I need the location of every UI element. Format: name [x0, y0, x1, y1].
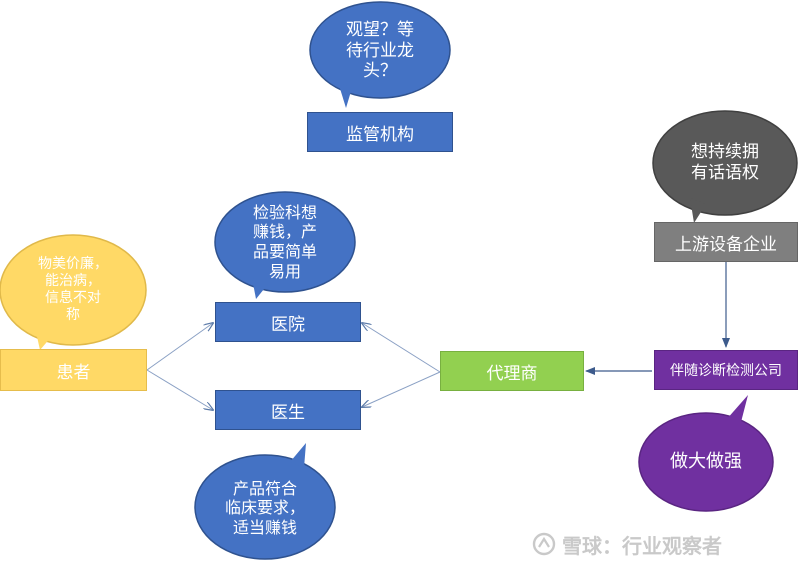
arrow-patient-hospital [146, 323, 213, 371]
arrow-agent-hospital [362, 323, 441, 373]
watermark: 雪球：行业观察者 [532, 528, 794, 560]
bubble-companion-text: 做大做强 [670, 451, 742, 473]
arrow-agent-doctor [362, 371, 441, 407]
arrow-patient-doctor [146, 369, 213, 410]
watermark-text: 雪球：行业观察者 [562, 533, 722, 558]
bubble-patient-text: 物美价廉， 能治病， 信息不对 称 [38, 255, 108, 324]
bubble-patient [0, 234, 147, 350]
bubble-upstream-text: 想持续拥 有话语权 [691, 142, 759, 183]
bubble-regulator-text: 观望？等 待行业龙 头？ [346, 19, 414, 82]
node-doctor: 医生 [215, 390, 361, 430]
bubble-doctor [194, 443, 336, 560]
bubble-lab-text: 检验科想 赚钱，产 品要简单 易用 [252, 202, 317, 281]
bubble-doctor-text: 产品符合 临床要求， 适当赚钱 [224, 478, 305, 537]
node-regulator: 监管机构 [307, 112, 453, 152]
bubble-regulator [309, 1, 451, 108]
bubble-upstream [652, 110, 798, 223]
snowball-logo-icon [532, 532, 556, 556]
bubble-companion [638, 395, 774, 512]
node-patient: 患者 [0, 349, 147, 391]
bubble-lab [214, 191, 356, 299]
node-companion: 伴随诊断检测公司 [654, 350, 798, 390]
node-hospital: 医院 [215, 302, 361, 342]
node-upstream: 上游设备企业 [654, 222, 798, 262]
node-agent: 代理商 [440, 351, 584, 391]
